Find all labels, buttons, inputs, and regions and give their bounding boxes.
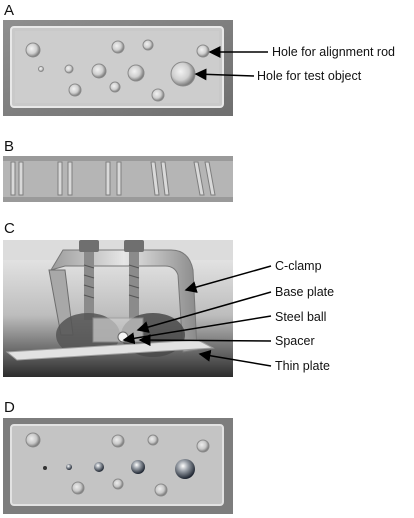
panel-c-arrows	[122, 265, 272, 367]
panel-d-photo	[3, 418, 233, 514]
label-steel-ball: Steel ball	[275, 310, 327, 324]
label-thin-plate: Thin plate	[275, 359, 330, 373]
c-clamp-assembly-image	[3, 240, 233, 377]
panel-a-letter: A	[4, 2, 15, 19]
label-alignment-rod-hole: Hole for alignment rod	[272, 45, 395, 59]
thin-plates-with-slots-image	[3, 156, 233, 202]
panel-a-arrows	[194, 46, 268, 81]
label-base-plate: Base plate	[275, 285, 335, 299]
label-spacer: Spacer	[275, 334, 315, 348]
panel-d-letter: D	[4, 399, 15, 416]
panel-a-photo	[3, 20, 233, 116]
base-plate-with-holes-image	[3, 20, 233, 116]
panel-b-photo	[3, 156, 233, 202]
panel-c-photo	[3, 240, 233, 377]
base-plate-with-steel-balls-image	[3, 418, 233, 514]
arrow-to-thin-plate	[198, 349, 272, 367]
panel-c-letter: C	[4, 220, 15, 237]
label-test-object-hole: Hole for test object	[257, 69, 362, 83]
arrow-to-test-object-hole	[194, 68, 255, 81]
arrow-to-base-plate	[136, 291, 272, 333]
arrow-to-c-clamp	[184, 265, 272, 293]
arrow-to-spacer	[138, 334, 272, 347]
panel-b-letter: B	[4, 138, 15, 155]
label-c-clamp: C-clamp	[275, 259, 322, 273]
